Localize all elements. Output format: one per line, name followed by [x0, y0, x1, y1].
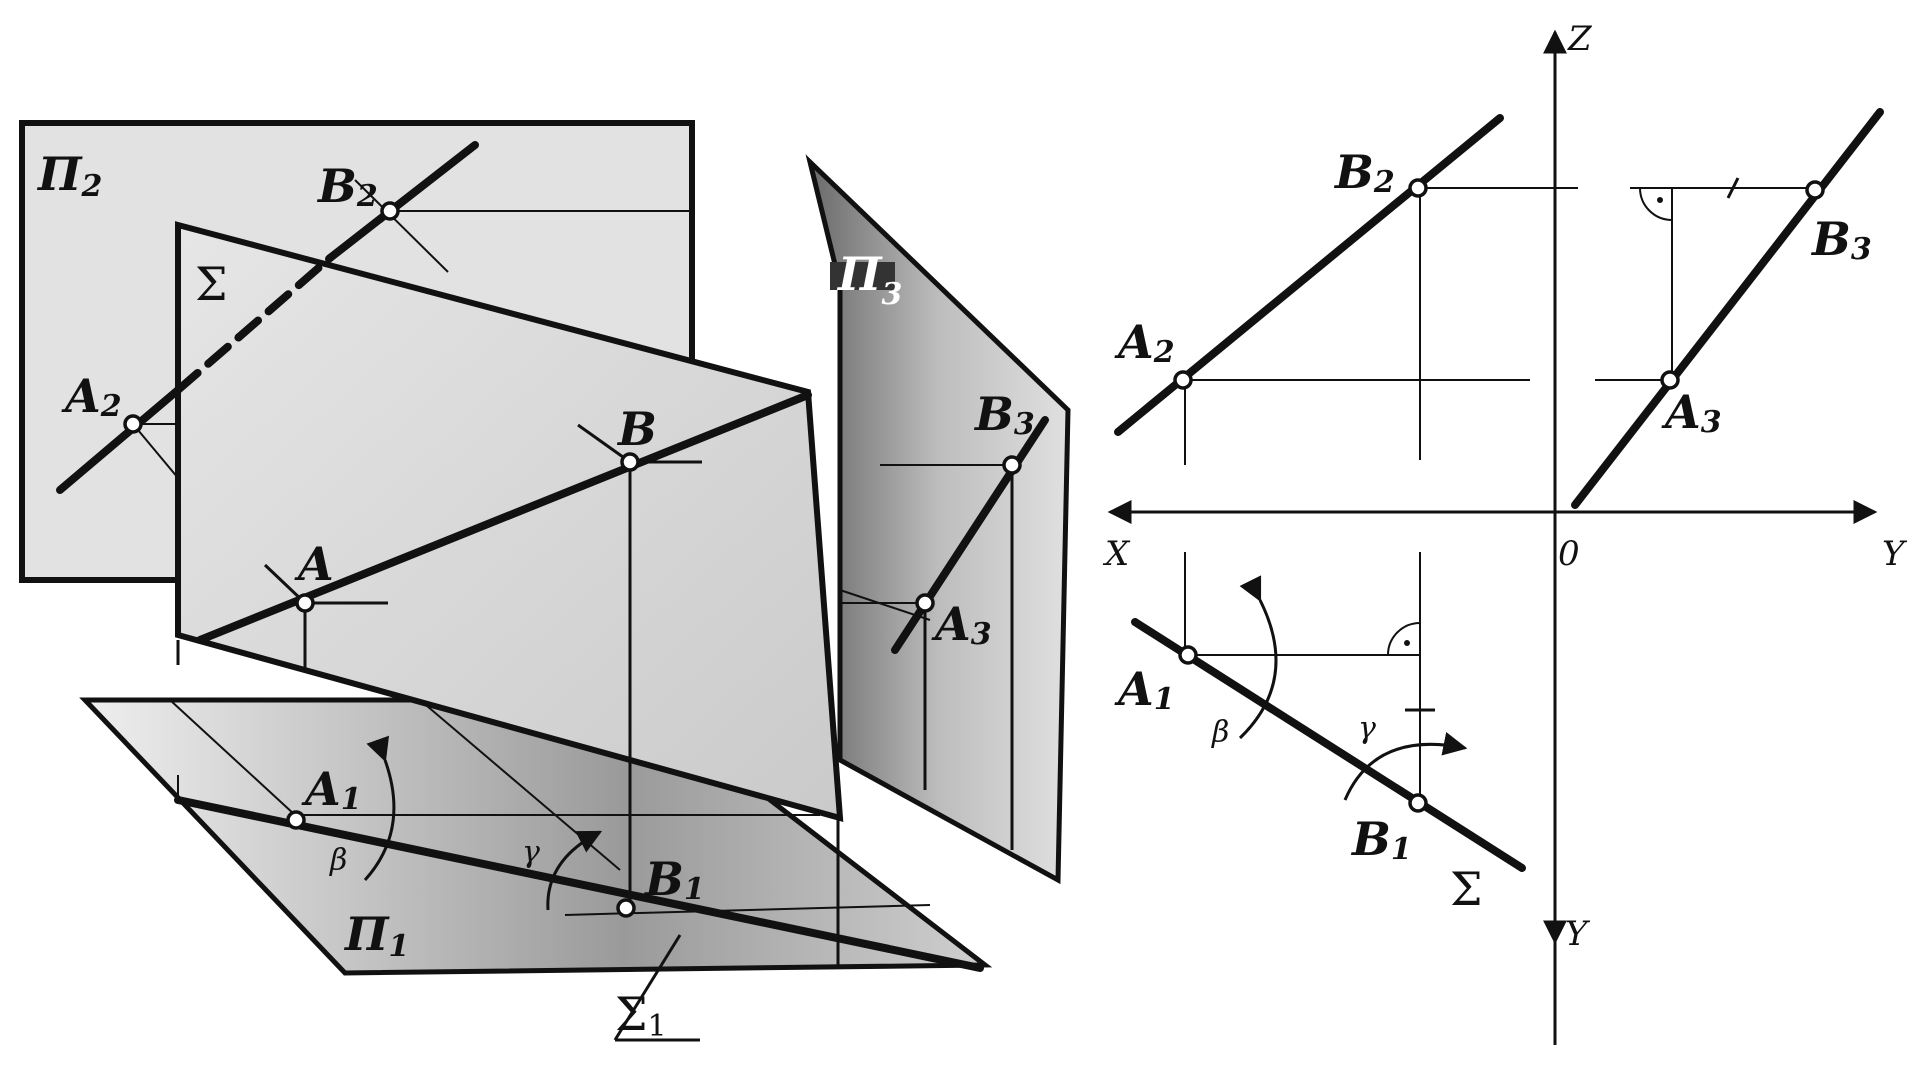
- point-b2-epure: [1408, 178, 1428, 198]
- label-axis-y-right: Y: [1882, 534, 1908, 574]
- label-b3: B3: [973, 387, 1035, 442]
- angle-gamma-arc: [546, 830, 603, 911]
- label-p2: П2: [36, 147, 102, 204]
- label-a3-epure: A3: [1661, 385, 1722, 440]
- tick-b: [577, 423, 631, 464]
- label-b2: B2: [316, 159, 378, 214]
- label-a3: A3: [931, 597, 992, 652]
- label-beta: β: [329, 843, 347, 878]
- point-a2: [123, 414, 143, 434]
- p2-line: [354, 179, 449, 273]
- angle-beta-arc-epure: [1238, 575, 1278, 740]
- line-a2b2: [56, 386, 182, 494]
- p2-line: [132, 423, 179, 479]
- point-a1-epure: [1178, 645, 1198, 665]
- epure-view: Z X Y Y 0 B2 A2 B3 A3 A1 B1 Σ β γ: [1102, 19, 1908, 1045]
- label-origin: 0: [1558, 534, 1580, 574]
- label-axis-y-down: Y: [1565, 914, 1591, 954]
- right-angle-arc-bottom: [1387, 622, 1421, 656]
- label-a1: A1: [301, 762, 362, 817]
- point-a3-epure: [1660, 370, 1680, 390]
- right-angle-dot-top: [1657, 197, 1663, 203]
- point-b1: [616, 898, 636, 918]
- label-b1-epure: B1: [1350, 812, 1412, 867]
- line-a2b2-hidden: [174, 254, 334, 394]
- label-axis-x: X: [1102, 534, 1131, 574]
- label-b2-epure: B2: [1333, 145, 1395, 200]
- trace-sigma1: [174, 796, 984, 972]
- label-b1: B1: [643, 852, 705, 907]
- label-sigma-epure: Σ: [1450, 862, 1483, 916]
- label-b: B: [616, 402, 657, 456]
- label-a1-epure: A1: [1114, 662, 1175, 717]
- label-gamma-epure: γ: [1358, 711, 1376, 746]
- point-a: [295, 593, 315, 613]
- line-a3b3: [891, 416, 1049, 654]
- line-sigma-epure: [1131, 618, 1526, 872]
- label-beta-epure: β: [1211, 715, 1229, 750]
- point-b: [620, 452, 640, 472]
- right-angle-arc-top: [1639, 187, 1673, 221]
- line-a2b2: [326, 141, 479, 262]
- label-sigma1: Σ1: [615, 987, 667, 1044]
- tick-mark: [1726, 177, 1740, 199]
- sigma-plane: [175, 221, 844, 823]
- sigma1-leader: [613, 934, 682, 1041]
- point-b2: [380, 201, 400, 221]
- label-a2-epure: A2: [1114, 315, 1175, 370]
- point-a2-epure: [1173, 370, 1193, 390]
- label-sigma: Σ: [195, 257, 228, 311]
- point-b3-epure: [1805, 180, 1825, 200]
- p1-line: [169, 699, 296, 816]
- point-a1: [286, 810, 306, 830]
- label-a2: A2: [61, 369, 122, 424]
- right-angle-dot-bottom: [1404, 640, 1410, 646]
- label-axis-z: Z: [1567, 19, 1593, 59]
- label-b3-epure: B3: [1810, 212, 1872, 267]
- label-a: A: [294, 537, 334, 591]
- point-b3: [1002, 455, 1022, 475]
- angle-beta-arc: [363, 735, 396, 882]
- angle-gamma-arc-epure: [1343, 732, 1468, 801]
- label-p3: П3: [836, 247, 902, 312]
- line-a3b3-epure: [1571, 108, 1884, 509]
- p3-label-bg: [830, 262, 895, 290]
- point-b1-epure: [1408, 793, 1428, 813]
- label-gamma: γ: [522, 835, 540, 870]
- point-a3: [915, 593, 935, 613]
- label-p1: П1: [343, 907, 409, 964]
- pictorial-view: П2 П3 П1 Σ Σ1 B2 A2 B A B3 A3 A1 B1 β γ: [19, 120, 1071, 1044]
